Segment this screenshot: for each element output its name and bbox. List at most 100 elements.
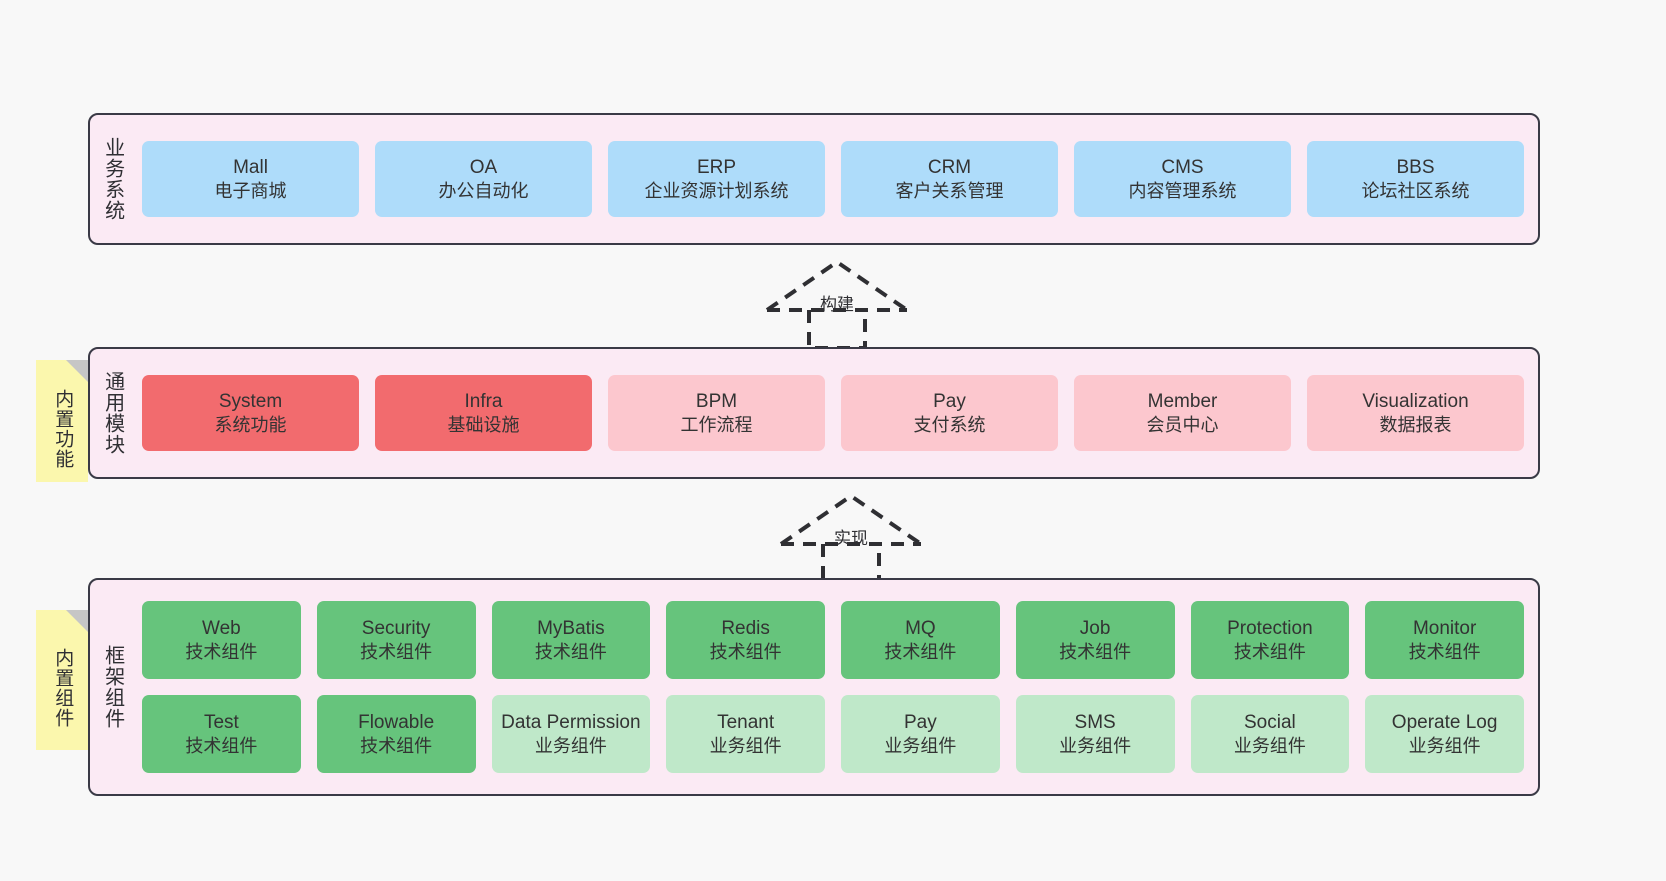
card-name: Web — [202, 617, 241, 639]
card-subtitle: 技术组件 — [185, 641, 258, 662]
card-data-permission[interactable]: Data Permission 业务组件 — [491, 695, 651, 773]
card-name: Visualization — [1362, 390, 1469, 412]
card-row: Mall 电子商城 OA 办公自动化 ERP 企业资源计划系统 CRM 客户关系… — [142, 141, 1524, 217]
layer-title-framework-component: 框架组件 — [101, 645, 124, 729]
card-social[interactable]: Social 业务组件 — [1190, 695, 1350, 773]
card-subtitle: 技术组件 — [1059, 641, 1132, 662]
card-name: BBS — [1396, 156, 1435, 178]
card-name: Mall — [233, 156, 268, 178]
card-sms[interactable]: SMS 业务组件 — [1015, 695, 1175, 773]
card-name: Security — [361, 617, 431, 639]
card-name: Monitor — [1412, 617, 1477, 639]
card-subtitle: 技术组件 — [534, 641, 607, 662]
arrowhead-triangle-path — [779, 493, 923, 546]
card-name: Redis — [721, 617, 770, 639]
card-subtitle: 业务组件 — [1408, 735, 1481, 756]
card-name: CMS — [1161, 156, 1204, 178]
card-subtitle: 技术组件 — [709, 641, 782, 662]
card-job[interactable]: Job 技术组件 — [1015, 601, 1175, 679]
card-subtitle: 技术组件 — [360, 735, 433, 756]
card-name: Pay — [904, 711, 937, 733]
card-subtitle: 数据报表 — [1379, 414, 1452, 435]
card-name: System — [218, 390, 283, 412]
arrow-stem-path — [821, 544, 881, 584]
card-name: Social — [1244, 711, 1296, 733]
card-system[interactable]: System 系统功能 — [142, 375, 359, 451]
card-subtitle: 基础设施 — [447, 414, 520, 435]
layer-body-common-module: System 系统功能 Infra 基础设施 BPM 工作流程 Pay 支付系统… — [134, 349, 1538, 477]
card-cms[interactable]: CMS 内容管理系统 — [1074, 141, 1291, 217]
card-operate-log[interactable]: Operate Log 业务组件 — [1365, 695, 1524, 773]
card-visualization[interactable]: Visualization 数据报表 — [1307, 375, 1524, 451]
card-pay-module[interactable]: Pay 支付系统 — [841, 375, 1058, 451]
card-row: Web 技术组件 Security 技术组件 MyBatis 技术组件 Redi… — [142, 601, 1524, 679]
card-row: System 系统功能 Infra 基础设施 BPM 工作流程 Pay 支付系统… — [142, 375, 1524, 451]
card-name: Data Permission — [501, 711, 641, 733]
note-builtin-component[interactable]: 内置组件 — [36, 610, 88, 750]
card-mybatis[interactable]: MyBatis 技术组件 — [491, 601, 651, 679]
card-security[interactable]: Security 技术组件 — [316, 601, 476, 679]
layer-title-business-system: 业务系统 — [101, 137, 124, 221]
card-name: CRM — [927, 156, 972, 178]
card-oa[interactable]: OA 办公自动化 — [375, 141, 592, 217]
card-monitor[interactable]: Monitor 技术组件 — [1365, 601, 1524, 679]
note-builtin-function[interactable]: 内置功能 — [36, 360, 88, 482]
note-label: 内置组件 — [52, 648, 74, 728]
connector-implement: 实现 — [771, 492, 931, 584]
layer-business-system[interactable]: 业务系统 Mall 电子商城 OA 办公自动化 ERP 企业资源计划系统 CRM… — [88, 113, 1540, 245]
arrow-stem-path — [807, 310, 867, 350]
card-subtitle: 办公自动化 — [438, 180, 529, 201]
connector-build: 构建 — [757, 258, 917, 350]
card-name: Protection — [1227, 617, 1313, 639]
card-pay-component[interactable]: Pay 业务组件 — [841, 695, 1000, 773]
card-name: Infra — [464, 390, 503, 412]
card-subtitle: 工作流程 — [680, 414, 753, 435]
card-subtitle: 会员中心 — [1146, 414, 1219, 435]
card-name: Pay — [933, 390, 966, 412]
card-name: ERP — [696, 156, 737, 178]
card-subtitle: 业务组件 — [709, 735, 782, 756]
card-subtitle: 技术组件 — [884, 641, 957, 662]
card-mq[interactable]: MQ 技术组件 — [841, 601, 1000, 679]
card-web[interactable]: Web 技术组件 — [142, 601, 301, 679]
card-subtitle: 内容管理系统 — [1128, 180, 1237, 201]
card-subtitle: 技术组件 — [1408, 641, 1481, 662]
card-test[interactable]: Test 技术组件 — [142, 695, 301, 773]
card-tenant[interactable]: Tenant 业务组件 — [666, 695, 825, 773]
note-label: 内置功能 — [52, 389, 74, 469]
card-name: BPM — [695, 390, 738, 412]
card-name: OA — [469, 156, 498, 178]
card-infra[interactable]: Infra 基础设施 — [375, 375, 592, 451]
layer-common-module[interactable]: 通用模块 System 系统功能 Infra 基础设施 BPM 工作流程 Pay… — [88, 347, 1540, 479]
layer-framework-component[interactable]: 框架组件 Web 技术组件 Security 技术组件 MyBatis 技术组件… — [88, 578, 1540, 796]
card-subtitle: 业务组件 — [1233, 735, 1306, 756]
card-name: MyBatis — [537, 617, 605, 639]
card-member[interactable]: Member 会员中心 — [1074, 375, 1291, 451]
card-name: Test — [203, 711, 239, 733]
card-name: Flowable — [358, 711, 435, 733]
arrowhead-triangle-path — [765, 259, 909, 312]
card-protection[interactable]: Protection 技术组件 — [1190, 601, 1350, 679]
card-subtitle: 系统功能 — [214, 414, 287, 435]
card-erp[interactable]: ERP 企业资源计划系统 — [608, 141, 825, 217]
card-name: MQ — [905, 617, 936, 639]
card-subtitle: 业务组件 — [1059, 735, 1132, 756]
card-bpm[interactable]: BPM 工作流程 — [608, 375, 825, 451]
card-row: Test 技术组件 Flowable 技术组件 Data Permission … — [142, 695, 1524, 773]
card-subtitle: 技术组件 — [185, 735, 258, 756]
card-bbs[interactable]: BBS 论坛社区系统 — [1307, 141, 1524, 217]
layer-body-business-system: Mall 电子商城 OA 办公自动化 ERP 企业资源计划系统 CRM 客户关系… — [134, 115, 1538, 243]
card-crm[interactable]: CRM 客户关系管理 — [841, 141, 1058, 217]
card-redis[interactable]: Redis 技术组件 — [666, 601, 825, 679]
note-fold-corner-icon — [66, 360, 88, 382]
connector-label-build: 构建 — [820, 295, 854, 314]
card-subtitle: 技术组件 — [360, 641, 433, 662]
card-mall[interactable]: Mall 电子商城 — [142, 141, 359, 217]
card-flowable[interactable]: Flowable 技术组件 — [316, 695, 476, 773]
card-subtitle: 业务组件 — [884, 735, 957, 756]
card-subtitle: 业务组件 — [534, 735, 607, 756]
card-name: Member — [1147, 390, 1218, 412]
card-name: Job — [1079, 617, 1111, 639]
note-fold-corner-icon — [66, 610, 88, 632]
